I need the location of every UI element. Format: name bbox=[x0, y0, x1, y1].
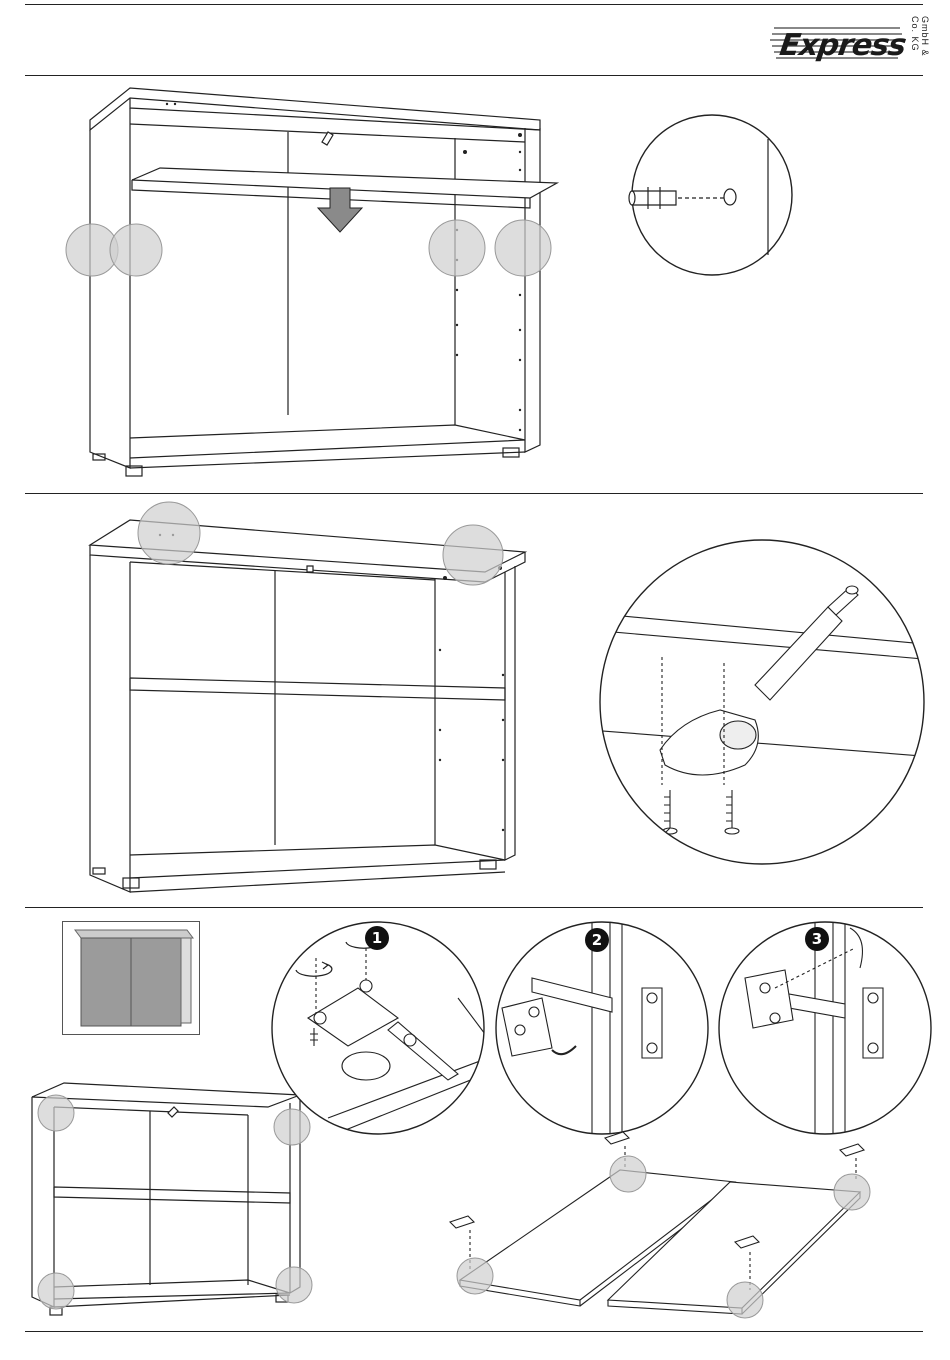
cabinet-shelf-insert bbox=[60, 80, 580, 485]
highlight-circle bbox=[138, 502, 200, 564]
highlight-circle bbox=[429, 220, 485, 276]
highlight-circle bbox=[727, 1282, 763, 1318]
step-number-1: 1 bbox=[365, 926, 389, 950]
hinge-step-2-circle bbox=[492, 918, 712, 1138]
highlight-circle bbox=[110, 224, 162, 276]
hinge-step-1-circle bbox=[268, 918, 488, 1138]
connector-detail-circle bbox=[590, 535, 935, 870]
section-rule-2 bbox=[25, 907, 923, 908]
cabinet-assembled bbox=[85, 500, 530, 900]
header-rule bbox=[25, 75, 923, 76]
logo-subtitle: GmbH & Co. KG bbox=[910, 16, 930, 72]
highlight-circle bbox=[457, 1258, 493, 1294]
highlight-circle bbox=[495, 220, 551, 276]
highlight-circle bbox=[38, 1095, 74, 1131]
highlight-circle bbox=[610, 1156, 646, 1192]
highlight-circle bbox=[276, 1267, 312, 1303]
doors-hinge-mounting bbox=[440, 1130, 880, 1330]
down-arrow-icon bbox=[318, 188, 362, 232]
highlight-circle bbox=[834, 1174, 870, 1210]
step-number-2: 2 bbox=[585, 928, 609, 952]
hinge-step-3-circle bbox=[715, 918, 935, 1138]
bottom-rule bbox=[25, 1331, 923, 1332]
highlight-circle bbox=[443, 525, 503, 585]
cabinet-photo bbox=[62, 921, 200, 1035]
brand-logo: Express GmbH & Co. KG bbox=[770, 14, 930, 72]
cabinet-photo-image bbox=[63, 922, 199, 1034]
section-rule-1 bbox=[25, 493, 923, 494]
dowel-detail-circle bbox=[620, 95, 810, 295]
step-number-3: 3 bbox=[805, 927, 829, 951]
logo-wordmark: Express bbox=[778, 28, 908, 63]
top-rule bbox=[25, 4, 923, 5]
highlight-circle bbox=[38, 1273, 74, 1309]
